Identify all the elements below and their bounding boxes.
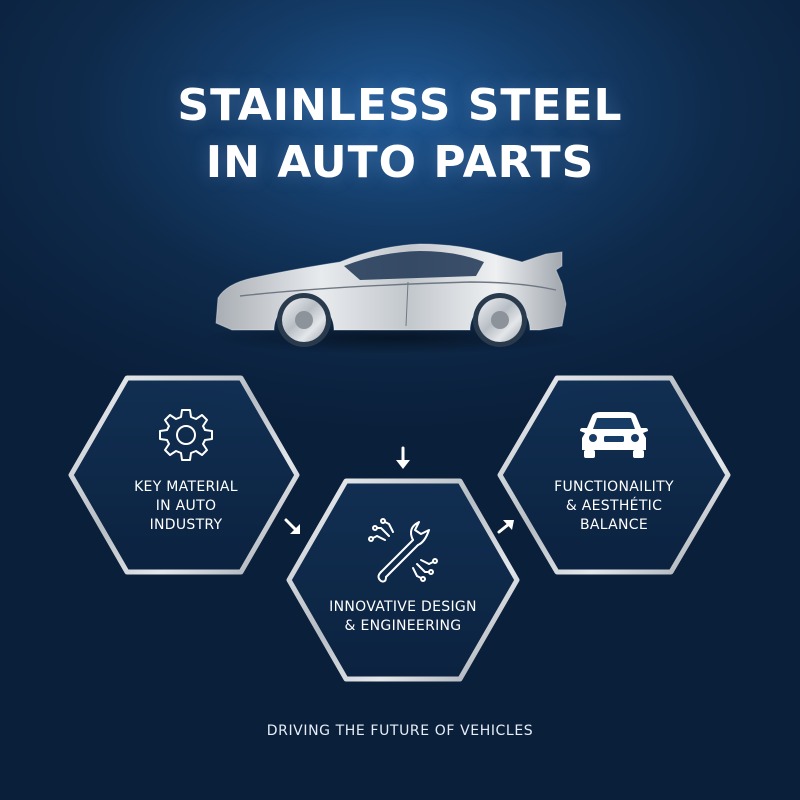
- step-1-label-line: KEY MATERIAL: [134, 479, 238, 495]
- footer-tagline: DRIVING THE FUTURE OF VEHICLES: [266, 723, 534, 739]
- car-silhouette-icon: [202, 243, 582, 354]
- arrow-up-right-icon: [497, 520, 514, 534]
- step-3-label: FUNCTIONAILITY & AESTHÉTIC BALANCE: [529, 478, 699, 535]
- hexagon-step-2: [286, 478, 520, 682]
- step-2-label-line: INNOVATIVE DESIGN: [329, 599, 477, 615]
- step-2-label: INNOVATIVE DESIGN & ENGINEERING: [313, 598, 493, 636]
- car-front-icon: [580, 412, 648, 458]
- wrench-circuit-icon: [368, 518, 438, 583]
- step-3-label-line: & AESTHÉTIC: [565, 498, 663, 514]
- arrow-right-icon: [284, 518, 300, 534]
- step-3-label-line: FUNCTIONAILITY: [554, 479, 674, 495]
- arrow-down-icon: [396, 446, 410, 469]
- step-1-label: KEY MATERIAL IN AUTO INDUSTRY: [104, 478, 268, 535]
- step-1-label-line: IN AUTO: [155, 498, 217, 514]
- title-line-1: STAINLESS STEEL: [177, 80, 623, 131]
- step-1-label-line: INDUSTRY: [149, 517, 223, 533]
- gear-icon: [159, 409, 213, 461]
- hexagon-step-3: [497, 375, 731, 575]
- hexagon-step-1: [68, 375, 300, 575]
- title-line-2: IN AUTO PARTS: [205, 137, 595, 188]
- step-2-label-line: & ENGINEERING: [344, 618, 462, 634]
- step-3-label-line: BALANCE: [579, 517, 649, 533]
